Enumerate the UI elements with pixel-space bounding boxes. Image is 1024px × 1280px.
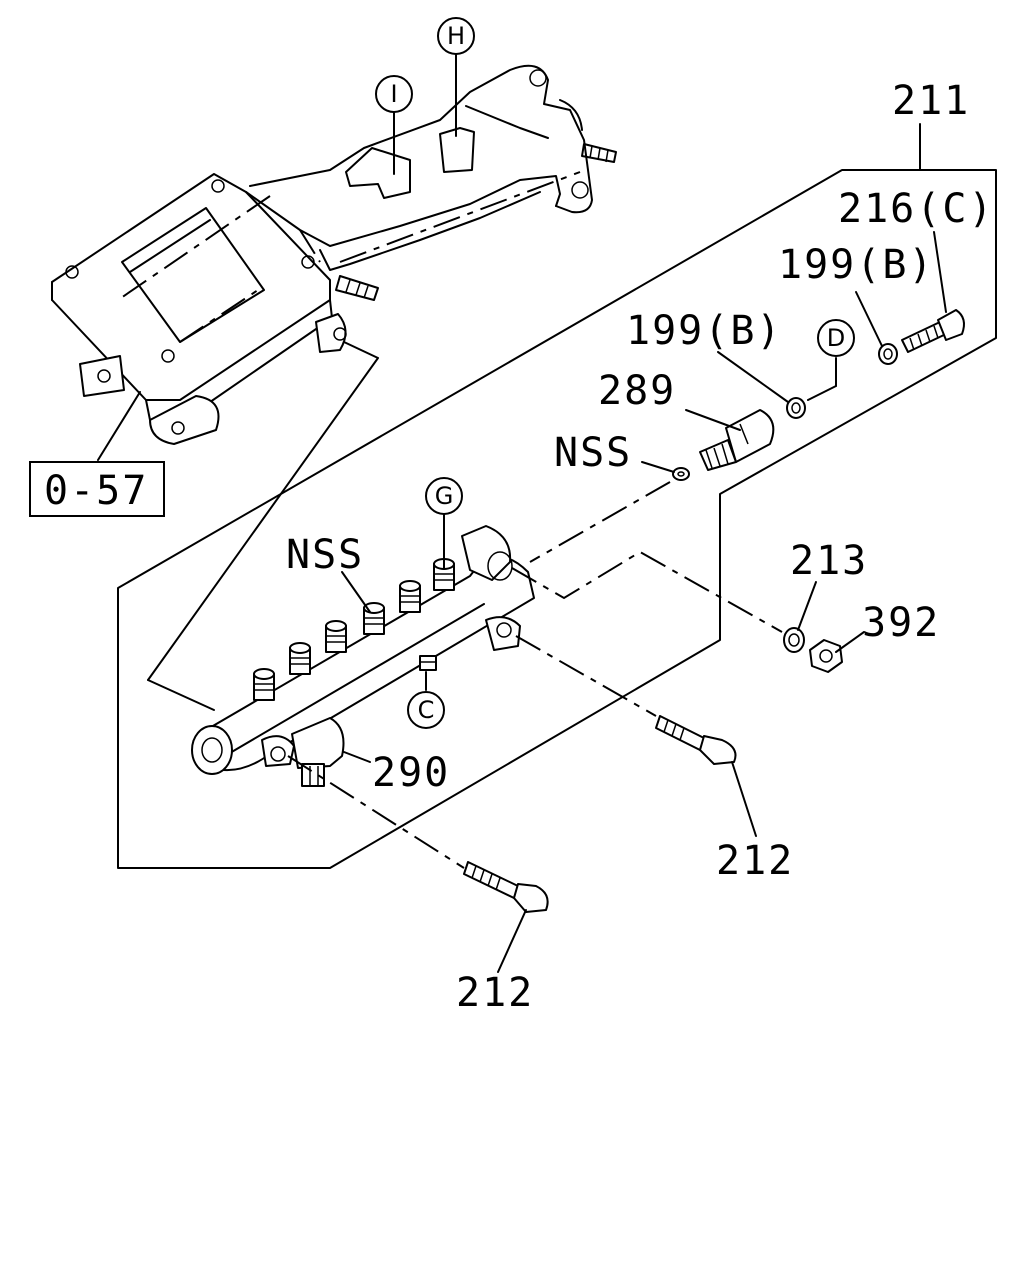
svg-text:I: I [390,80,397,108]
label-212-bottom: 212 [456,970,534,1016]
label-392: 392 [862,600,940,646]
washer-199b-upper-drawing [878,343,898,365]
nut-392-drawing [809,639,843,673]
callout-h: H [437,17,475,55]
label-212-right: 212 [716,838,794,884]
ref-box-label: 0-57 [44,468,148,514]
ref-box-leader [97,391,141,461]
callout-i: I [375,75,413,113]
bolt-212-right-drawing [655,715,737,765]
group-211-outline [117,123,997,869]
nss-gasket-drawing [672,467,690,481]
bolt-212-bottom-drawing [463,861,549,913]
reference-box-0-57[interactable]: 0-57 [29,461,165,517]
washer-199b-lower-drawing [786,397,806,419]
label-211: 211 [892,78,970,124]
svg-text:D: D [827,324,845,352]
sensor-289-drawing [699,409,775,471]
washer-213-drawing [783,627,805,653]
svg-text:G: G [435,482,454,510]
label-199b-upper: 199(B) [778,242,935,288]
label-nss-nozzles: NSS [286,532,364,578]
label-289: 289 [598,368,676,414]
label-290: 290 [372,750,450,796]
callout-d: D [817,319,855,357]
d-link-line [807,385,837,401]
bolt-216c-drawing [901,309,965,353]
assembly-dashed-lines [287,481,783,869]
fuel-rail-drawing [191,525,535,775]
engine-bracket-drawing [51,64,617,445]
svg-text:C: C [418,696,435,724]
callout-c: C [407,691,445,729]
label-leaders [341,53,947,973]
label-nss-gasket: NSS [554,430,632,476]
svg-text:H: H [447,22,465,50]
label-199b-lower: 199(B) [626,308,783,354]
callout-g: G [425,477,463,515]
label-213: 213 [790,538,868,584]
label-216c: 216(C) [838,186,995,232]
